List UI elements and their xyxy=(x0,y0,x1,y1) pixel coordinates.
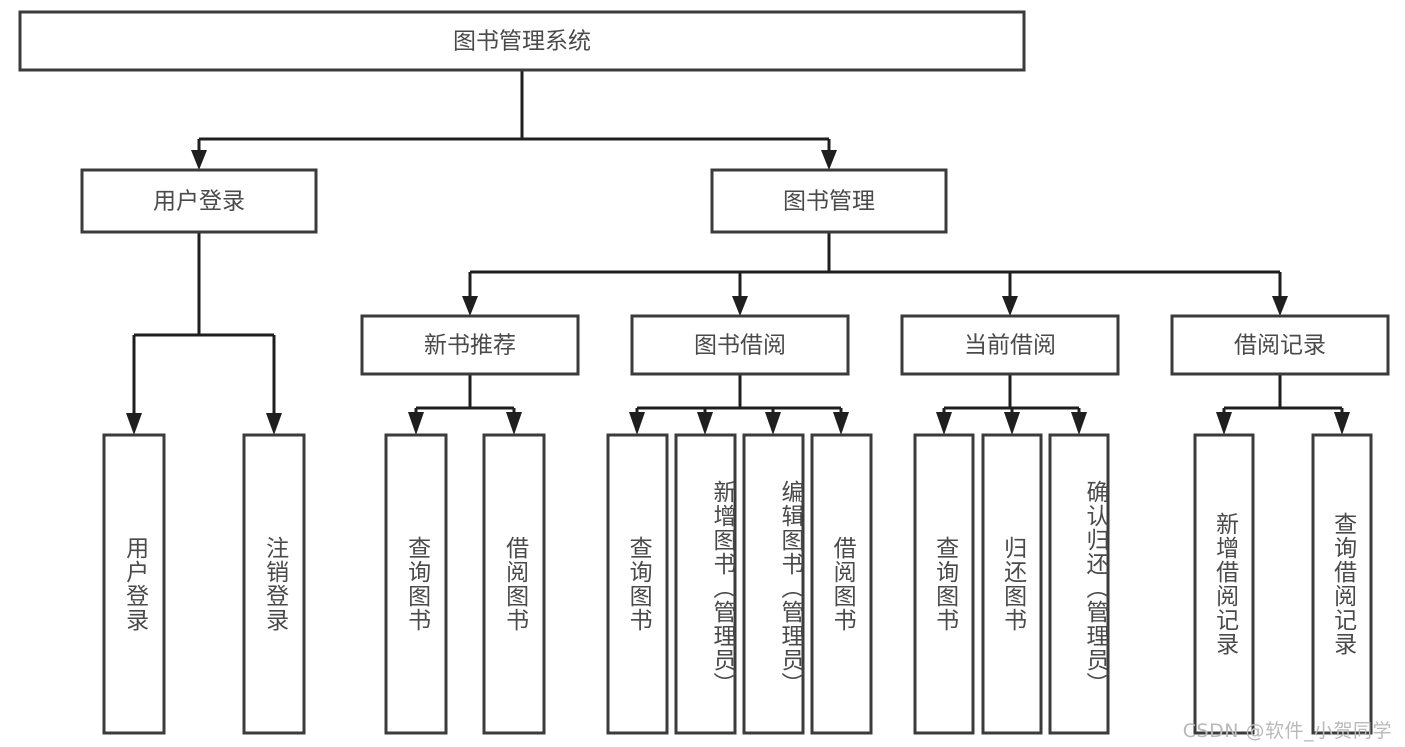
node-new-book-recommend[interactable]: 新书推荐 xyxy=(360,314,580,376)
arrow-head-icon xyxy=(629,412,645,435)
node-box-rect[interactable] xyxy=(18,10,1026,72)
arrow-head-icon xyxy=(1004,412,1020,435)
node-borrow-record[interactable]: 借阅记录 xyxy=(1170,314,1390,376)
node-label: 图书借阅 xyxy=(694,333,786,359)
connector-borrowrecord-to-leaves xyxy=(1216,374,1350,435)
leaf-box-query-book-borrow[interactable] xyxy=(606,433,669,735)
connector-currentborrow-to-leaves xyxy=(936,374,1087,435)
arrow-head-icon xyxy=(821,150,837,170)
arrow-head-icon xyxy=(732,296,748,316)
arrow-head-icon xyxy=(697,412,713,435)
leaf-box-add-book-admin[interactable] xyxy=(674,433,737,735)
node-current-borrow[interactable]: 当前借阅 xyxy=(900,314,1120,376)
leaf-box-confirm-return-admin[interactable] xyxy=(1048,433,1110,735)
node-label: 图书管理 xyxy=(783,189,875,215)
leaf-box-query-borrow-record[interactable] xyxy=(1311,433,1373,735)
arrow-head-icon xyxy=(1272,296,1288,316)
arrow-head-icon xyxy=(936,412,952,435)
node-box-rect[interactable] xyxy=(80,168,318,234)
node-label: 借阅记录 xyxy=(1234,333,1326,359)
arrow-head-icon xyxy=(191,150,207,170)
arrow-head-icon xyxy=(266,413,282,435)
arrow-head-icon xyxy=(833,412,849,435)
arrow-head-icon xyxy=(462,296,478,316)
connector-bookmgmt-to-level3 xyxy=(462,232,1288,316)
leaf-box-borrow-book-rec[interactable] xyxy=(482,433,546,735)
connector-userlogin-to-leaves xyxy=(126,232,282,435)
node-label: 图书管理系统 xyxy=(453,29,591,55)
leaf-box-add-borrow-record[interactable] xyxy=(1193,433,1255,735)
node-label: 用户登录 xyxy=(153,189,245,215)
node-book-management[interactable]: 图书管理 xyxy=(710,168,948,234)
arrow-head-icon xyxy=(1071,412,1087,435)
leaf-box-query-book-rec[interactable] xyxy=(384,433,448,735)
node-box-rect[interactable] xyxy=(900,314,1120,376)
leaf-box-query-book-current[interactable] xyxy=(913,433,975,735)
node-user-login[interactable]: 用户登录 xyxy=(80,168,318,234)
node-label: 新书推荐 xyxy=(424,333,516,359)
leaf-box-user-login[interactable] xyxy=(102,433,166,735)
leaf-box-logout[interactable] xyxy=(242,433,306,735)
arrow-head-icon xyxy=(765,412,781,435)
arrow-head-icon xyxy=(408,412,424,435)
arrow-head-icon xyxy=(506,412,522,435)
leaf-box-borrow-book[interactable] xyxy=(810,433,873,735)
node-book-borrow[interactable]: 图书借阅 xyxy=(630,314,850,376)
node-box-rect[interactable] xyxy=(1170,314,1390,376)
arrow-head-icon xyxy=(1216,412,1232,435)
leaf-box-return-book[interactable] xyxy=(981,433,1043,735)
arrow-head-icon xyxy=(1002,296,1018,316)
node-box-rect[interactable] xyxy=(360,314,580,376)
leaf-box-edit-book-admin[interactable] xyxy=(742,433,805,735)
leaf-boxes xyxy=(102,433,1373,735)
arrow-head-icon xyxy=(126,413,142,435)
arrow-head-icon xyxy=(1334,412,1350,435)
connector-root-to-level2 xyxy=(191,70,837,170)
node-box-rect[interactable] xyxy=(630,314,850,376)
node-box-rect[interactable] xyxy=(710,168,948,234)
watermark-text: CSDN @软件_小贺同学 xyxy=(1182,720,1392,742)
node-label: 当前借阅 xyxy=(964,333,1056,359)
node-root[interactable]: 图书管理系统 xyxy=(18,10,1026,72)
connector-newbook-to-leaves xyxy=(408,374,522,435)
connector-bookborrow-to-leaves xyxy=(629,374,849,435)
